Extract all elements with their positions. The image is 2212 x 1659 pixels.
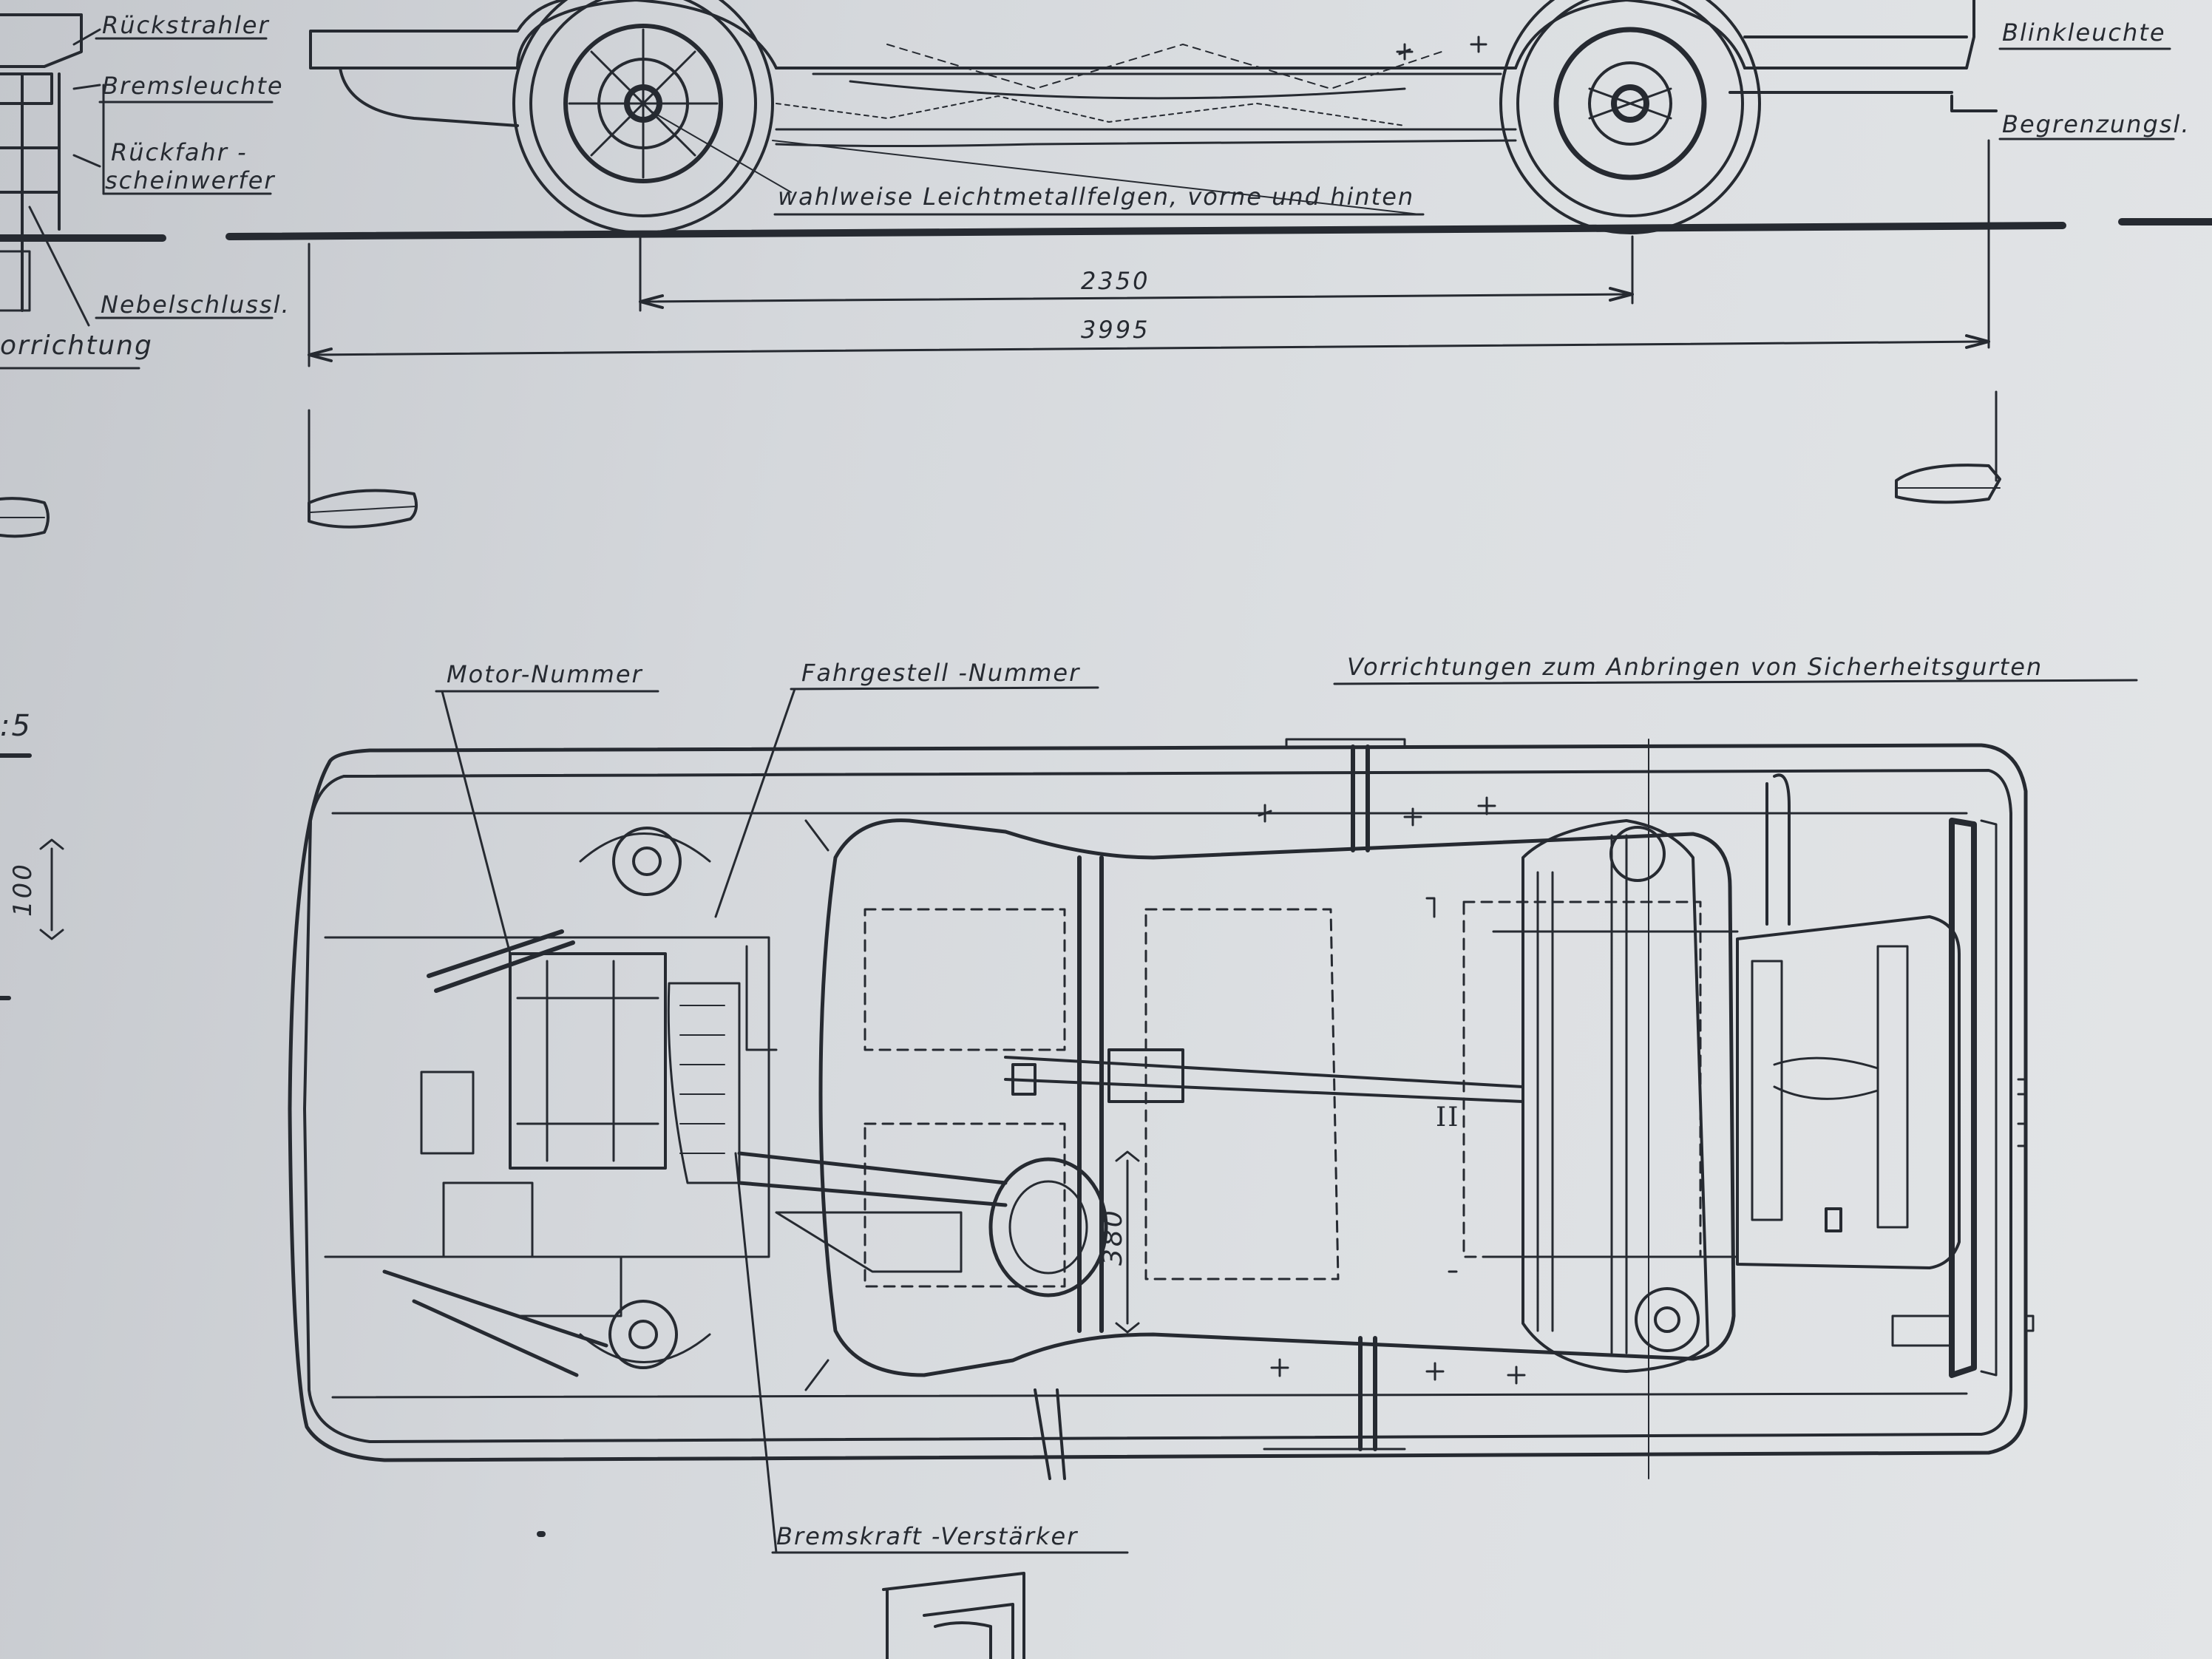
wheelbase-dim-line	[639, 293, 1634, 303]
dimension-lines	[308, 139, 1998, 512]
label-rueckstrahler: Rückstrahler	[102, 11, 270, 39]
label-sicherheitsgurte: Vorrichtungen zum Anbringen von Sicherhe…	[1347, 653, 2043, 681]
leader-sicherheitsgurte	[1333, 679, 2138, 685]
rear-bumper-profile	[308, 489, 418, 529]
top-body-outline	[288, 743, 2028, 1462]
front-bumper-profile	[1895, 464, 2001, 504]
steering-wheel	[988, 1157, 1108, 1297]
label-rueckfahr-line2: scheinwerfer	[105, 166, 276, 194]
seat-depth-dim	[1115, 1150, 1140, 1334]
rear-axle	[1521, 819, 1709, 1373]
label-bremsleuchte: Bremsleuchte	[102, 72, 284, 100]
driveshaft	[737, 1151, 1008, 1207]
label-begrenzung: Begrenzungsl.	[2002, 110, 2191, 138]
label-bremskraft: Bremskraft -Verstärker	[776, 1522, 1079, 1550]
label-vorrichtung-cut: orrichtung	[0, 330, 153, 361]
label-blinkleuchte: Blinkleuchte	[2002, 18, 2166, 47]
label-scale-cut: :5	[0, 709, 32, 743]
dim-scale-bar: 100	[8, 862, 38, 917]
dim-overall-length: 3995	[1081, 316, 1150, 344]
rear-view-partial	[0, 13, 101, 538]
label-nebelschluss: Nebelschlussl.	[101, 291, 291, 319]
dim-wheelbase: 2350	[1081, 267, 1150, 295]
dim-seat-depth: 380	[1098, 1208, 1128, 1266]
label-roman-two: II	[1436, 1102, 1460, 1133]
label-leichtmetall: wahlweise Leichtmetallfelgen, vorne und …	[778, 183, 1415, 211]
label-motor-nummer: Motor-Nummer	[447, 660, 643, 688]
leader-fahrgestell	[714, 686, 1099, 918]
rear-wheel	[512, 0, 774, 234]
cabin-outline	[818, 818, 1736, 1377]
engine-block	[509, 952, 667, 1170]
scale-bar	[39, 838, 64, 940]
length-dim-line	[308, 340, 1990, 356]
leader-bremskraft	[734, 1152, 1129, 1554]
ground-line-side	[225, 218, 2212, 240]
side-body-sill	[309, 0, 1517, 69]
seatbelt-mount-marks	[1255, 796, 1842, 1385]
leader-motor-nummer	[435, 690, 659, 955]
front-wheel	[1499, 0, 1761, 234]
bottom-detail	[882, 1572, 1025, 1659]
fuel-tank	[1736, 915, 1961, 1269]
label-rueckfahr-line1: Rückfahr -	[111, 138, 248, 166]
top-view	[288, 738, 2035, 1480]
label-fahrgestell-nummer: Fahrgestell -Nummer	[801, 659, 1081, 687]
side-view	[309, 0, 1998, 234]
